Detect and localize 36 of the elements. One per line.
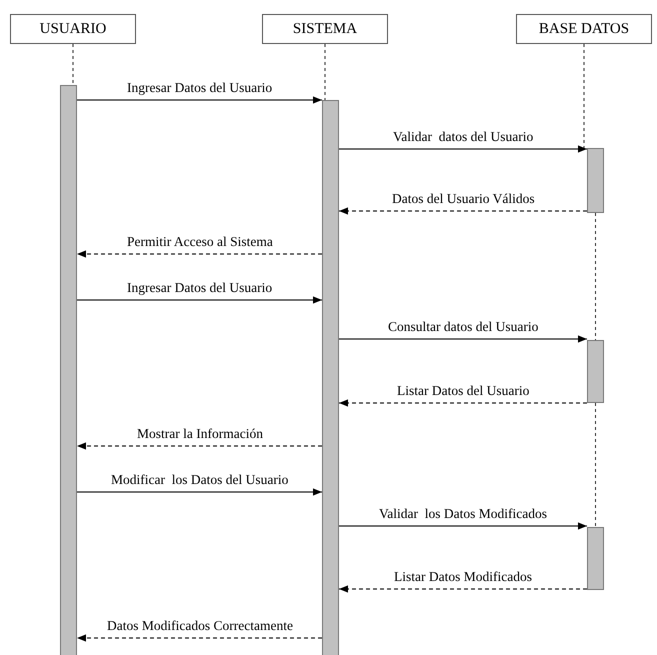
participant-box: USUARIO: [10, 14, 136, 44]
lifeline: [595, 402, 596, 528]
message-label: Ingresar Datos del Usuario: [126, 280, 274, 295]
message-label: Validar los Datos Modificados: [378, 506, 548, 521]
message-label: Datos del Usuario Válidos: [391, 191, 536, 206]
message-label: Ingresar Datos del Usuario: [126, 80, 274, 95]
lifeline: [595, 212, 596, 340]
message-label: Mostrar la Información: [136, 426, 264, 441]
message-arrow: [76, 488, 322, 496]
message-label: Consultar datos del Usuario: [387, 319, 540, 334]
return-arrow: [338, 585, 588, 593]
message-arrow: [338, 522, 588, 530]
activation-bar: [587, 340, 604, 403]
activation-bar: [587, 527, 604, 590]
return-arrow: [338, 207, 588, 215]
lifeline: [72, 44, 74, 86]
message-label: Listar Datos del Usuario: [396, 383, 530, 398]
message-arrow: [76, 96, 322, 104]
message-arrow: [338, 335, 588, 343]
message-label: Modificar los Datos del Usuario: [110, 472, 290, 487]
message-label: Permitir Acceso al Sistema: [126, 234, 274, 249]
return-arrow: [76, 442, 322, 450]
return-arrow: [338, 399, 588, 407]
return-arrow: [76, 250, 322, 258]
message-label: Validar datos del Usuario: [392, 129, 534, 144]
lifeline: [324, 44, 326, 100]
activation-bar: [60, 85, 77, 655]
message-arrow: [76, 296, 322, 304]
activation-bar: [322, 100, 339, 655]
participant-box: SISTEMA: [262, 14, 388, 44]
message-arrow: [338, 145, 588, 153]
participant-box: BASE DATOS: [516, 14, 652, 44]
message-label: Datos Modificados Correctamente: [106, 618, 294, 633]
message-label: Listar Datos Modificados: [393, 569, 533, 584]
activation-bar: [587, 148, 604, 213]
return-arrow: [76, 634, 322, 642]
